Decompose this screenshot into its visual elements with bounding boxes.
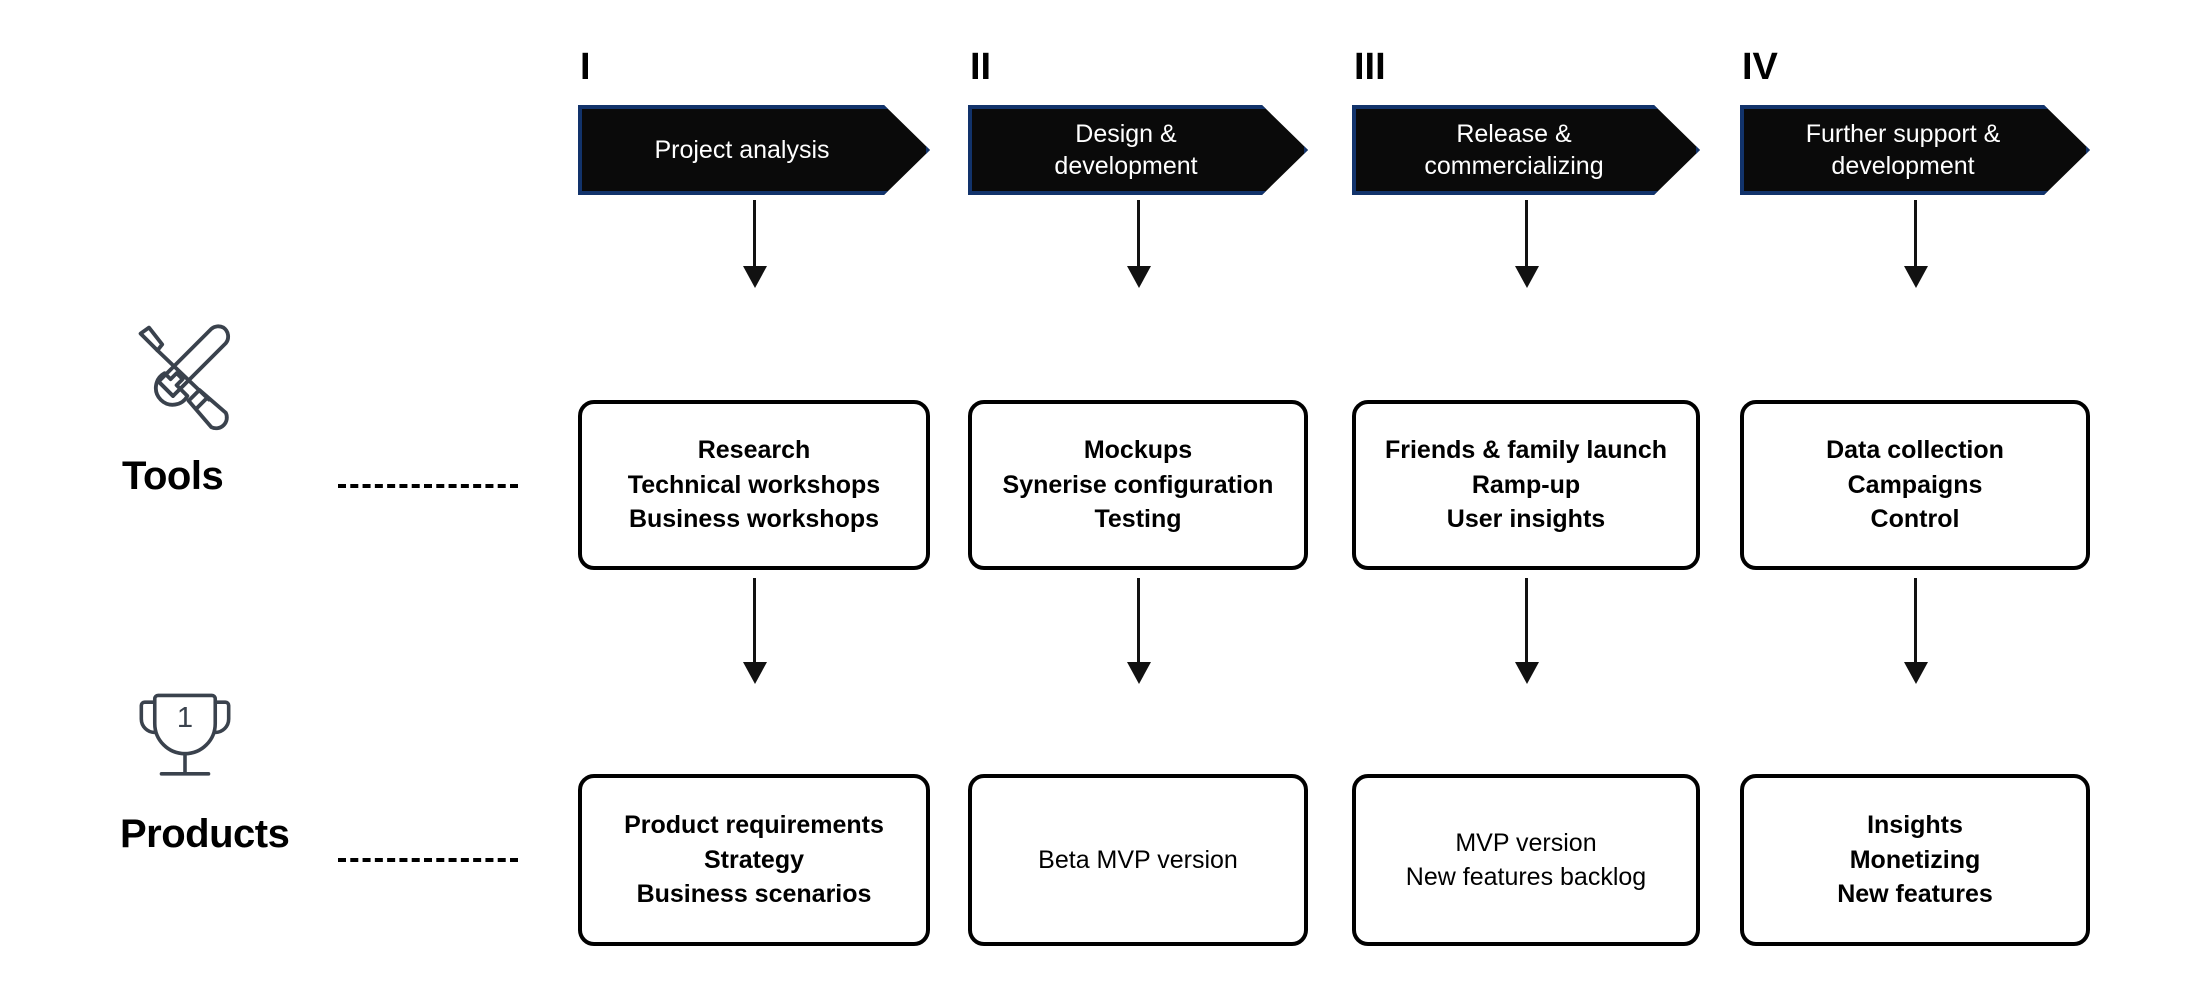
products-box-1[interactable]: Product requirements Strategy Business s…	[578, 774, 930, 946]
rail-label-tools: Tools	[122, 454, 224, 498]
phase-chevron-3[interactable]: Release & commercializing	[1352, 105, 1700, 195]
rail-group-products: 1 Products	[120, 682, 380, 854]
phase-numeral-3: III	[1354, 46, 1386, 88]
tools-box-2[interactable]: Mockups Synerise configuration Testing	[968, 400, 1308, 570]
tools-box-3[interactable]: Friends & family launch Ramp-up User ins…	[1352, 400, 1700, 570]
tools-wrench-screwdriver-icon	[138, 324, 231, 431]
tools-box-1[interactable]: Research Technical workshops Business wo…	[578, 400, 930, 570]
phase-chevron-1[interactable]: Project analysis	[578, 105, 930, 195]
phase-chevron-label-2: Design & development	[1054, 120, 1198, 180]
rail-group-tools: Tools	[120, 318, 380, 496]
trophy-icon: 1	[139, 693, 231, 776]
tools-box-text-3: Friends & family launch Ramp-up User ins…	[1384, 436, 1667, 534]
arrow-chevron-to-tools-4	[1900, 200, 1930, 290]
trophy-badge-number: 1	[177, 702, 193, 734]
arrow-tools-to-products-3	[1511, 578, 1541, 688]
phase-chevron-label-4: Further support & development	[1805, 120, 2001, 180]
arrow-chevron-to-tools-2	[1123, 200, 1153, 290]
rail-label-products: Products	[120, 812, 290, 856]
phase-chevron-label-1: Project analysis	[654, 136, 830, 164]
phase-numeral-1: I	[580, 46, 591, 88]
phase-column-4: IV Further support & development Data co…	[1740, 0, 2090, 1000]
tools-box-text-2: Mockups Synerise configuration Testing	[1002, 436, 1274, 534]
phase-chevron-2[interactable]: Design & development	[968, 105, 1308, 195]
tools-box-text-1: Research Technical workshops Business wo…	[627, 436, 881, 534]
tools-box-4[interactable]: Data collection Campaigns Control	[1740, 400, 2090, 570]
arrow-tools-to-products-1	[739, 578, 769, 688]
arrow-tools-to-products-2	[1123, 578, 1153, 688]
products-box-3[interactable]: MVP version New features backlog	[1352, 774, 1700, 946]
phase-column-3: III Release & commercializing Friends & …	[1352, 0, 1700, 1000]
arrow-chevron-to-tools-1	[739, 200, 769, 290]
products-box-4[interactable]: Insights Monetizing New features	[1740, 774, 2090, 946]
phase-chevron-label-3: Release & commercializing	[1424, 120, 1604, 180]
products-box-text-3: MVP version New features backlog	[1405, 828, 1647, 892]
products-box-text-4: Insights Monetizing New features	[1837, 811, 1993, 909]
connector-dashed-products	[338, 858, 518, 862]
products-box-2[interactable]: Beta MVP version	[968, 774, 1308, 946]
connector-dashed-tools	[338, 484, 518, 488]
phase-column-1: I Project analysis Research Technical wo…	[578, 0, 930, 1000]
phase-chevron-4[interactable]: Further support & development	[1740, 105, 2090, 195]
phase-column-2: II Design & development Mockups Synerise…	[968, 0, 1308, 1000]
products-box-text-2: Beta MVP version	[1038, 845, 1238, 874]
arrow-tools-to-products-4	[1900, 578, 1930, 688]
phase-numeral-2: II	[970, 46, 992, 88]
products-box-text-1: Product requirements Strategy Business s…	[624, 811, 884, 909]
tools-box-text-4: Data collection Campaigns Control	[1826, 436, 2004, 534]
phase-numeral-4: IV	[1742, 46, 1778, 88]
arrow-chevron-to-tools-3	[1511, 200, 1541, 290]
